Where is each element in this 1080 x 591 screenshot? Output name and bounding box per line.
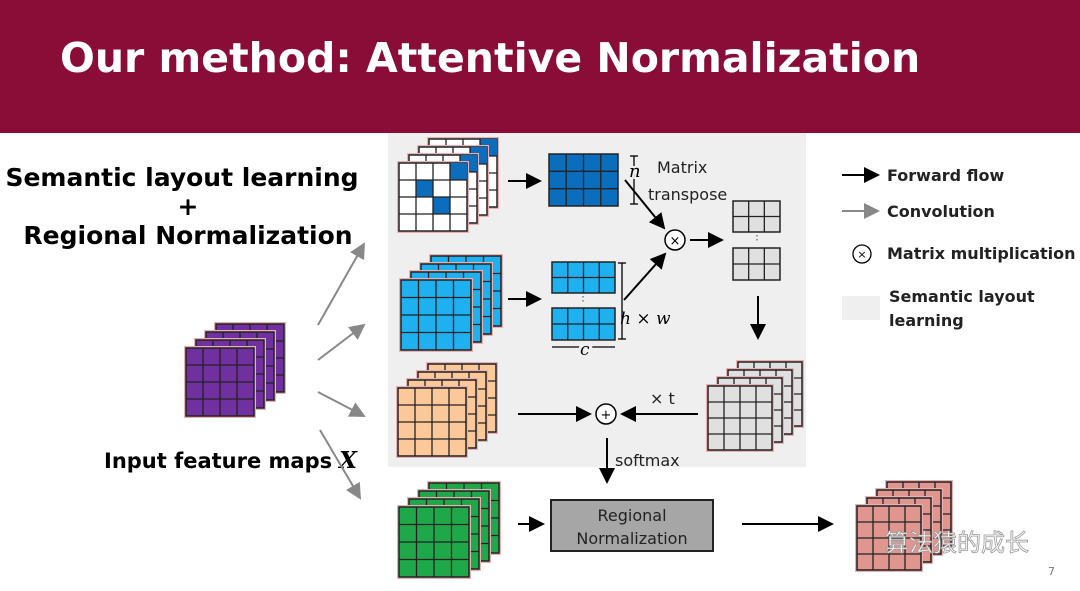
legend-multiply-symbol: × bbox=[857, 248, 866, 261]
input-label: Input feature maps bbox=[104, 449, 332, 473]
softmax-label: softmax bbox=[615, 451, 680, 470]
matrix-transpose-line1: Matrix bbox=[657, 158, 707, 177]
header-bar bbox=[0, 0, 1080, 133]
dimension-markers bbox=[552, 155, 638, 348]
input-feature-maps-stack-layer bbox=[184, 346, 256, 418]
output-feature-maps-stack-layer bbox=[855, 504, 923, 572]
legend-convolution: Convolution bbox=[887, 202, 995, 221]
product-matrix-top bbox=[732, 200, 781, 233]
slide-title: Our method: Attentive Normalization bbox=[60, 34, 921, 82]
green-features-stack-layer bbox=[397, 505, 471, 579]
key-features-stack-layer bbox=[399, 278, 473, 352]
legend-semantic-line1: Semantic layout bbox=[889, 287, 1035, 306]
matrix-transpose-line2: transpose bbox=[648, 185, 727, 204]
semantic-layout-swatch bbox=[842, 296, 880, 320]
dim-c: c bbox=[580, 340, 590, 360]
subtitle-line2: Regional Normalization bbox=[23, 221, 352, 250]
regional-norm-line2: Normalization bbox=[576, 529, 687, 548]
value-features-stack-layer bbox=[396, 386, 468, 458]
dim-n: n bbox=[629, 161, 641, 182]
matrix-multiply-icon bbox=[852, 244, 872, 264]
attention-maps-stack-layer bbox=[397, 161, 469, 233]
forward-arrows bbox=[508, 173, 834, 532]
legend-matrix-multiplication: Matrix multiplication bbox=[887, 244, 1076, 263]
product-matrix-bottom bbox=[732, 247, 781, 281]
input-symbol: X bbox=[337, 447, 358, 474]
attention-output-stack-layer bbox=[706, 384, 774, 452]
legend-semantic-line2: learning bbox=[889, 311, 964, 330]
convolution-arrows bbox=[317, 242, 366, 500]
add-node bbox=[595, 403, 617, 425]
dim-hw: h × w bbox=[620, 309, 671, 329]
subtitle-plus: + bbox=[178, 192, 199, 221]
watermark: 算法猿的成长 bbox=[885, 529, 1029, 557]
reshaped-features-bottom bbox=[551, 307, 616, 341]
regional-norm-line1: Regional bbox=[597, 506, 666, 525]
matrix-multiply-node bbox=[664, 229, 686, 251]
multiply-symbol: × bbox=[670, 234, 681, 249]
subtitle-line1: Semantic layout learning bbox=[5, 163, 358, 192]
page-number: 7 bbox=[1048, 565, 1055, 578]
regional-normalization-box bbox=[550, 499, 714, 552]
reshaped-features-top bbox=[551, 261, 616, 294]
reshaped-attention-matrix bbox=[548, 153, 619, 207]
legend-forward-flow: Forward flow bbox=[887, 166, 1005, 185]
scale-label: × t bbox=[650, 389, 675, 408]
add-symbol: + bbox=[601, 408, 612, 423]
